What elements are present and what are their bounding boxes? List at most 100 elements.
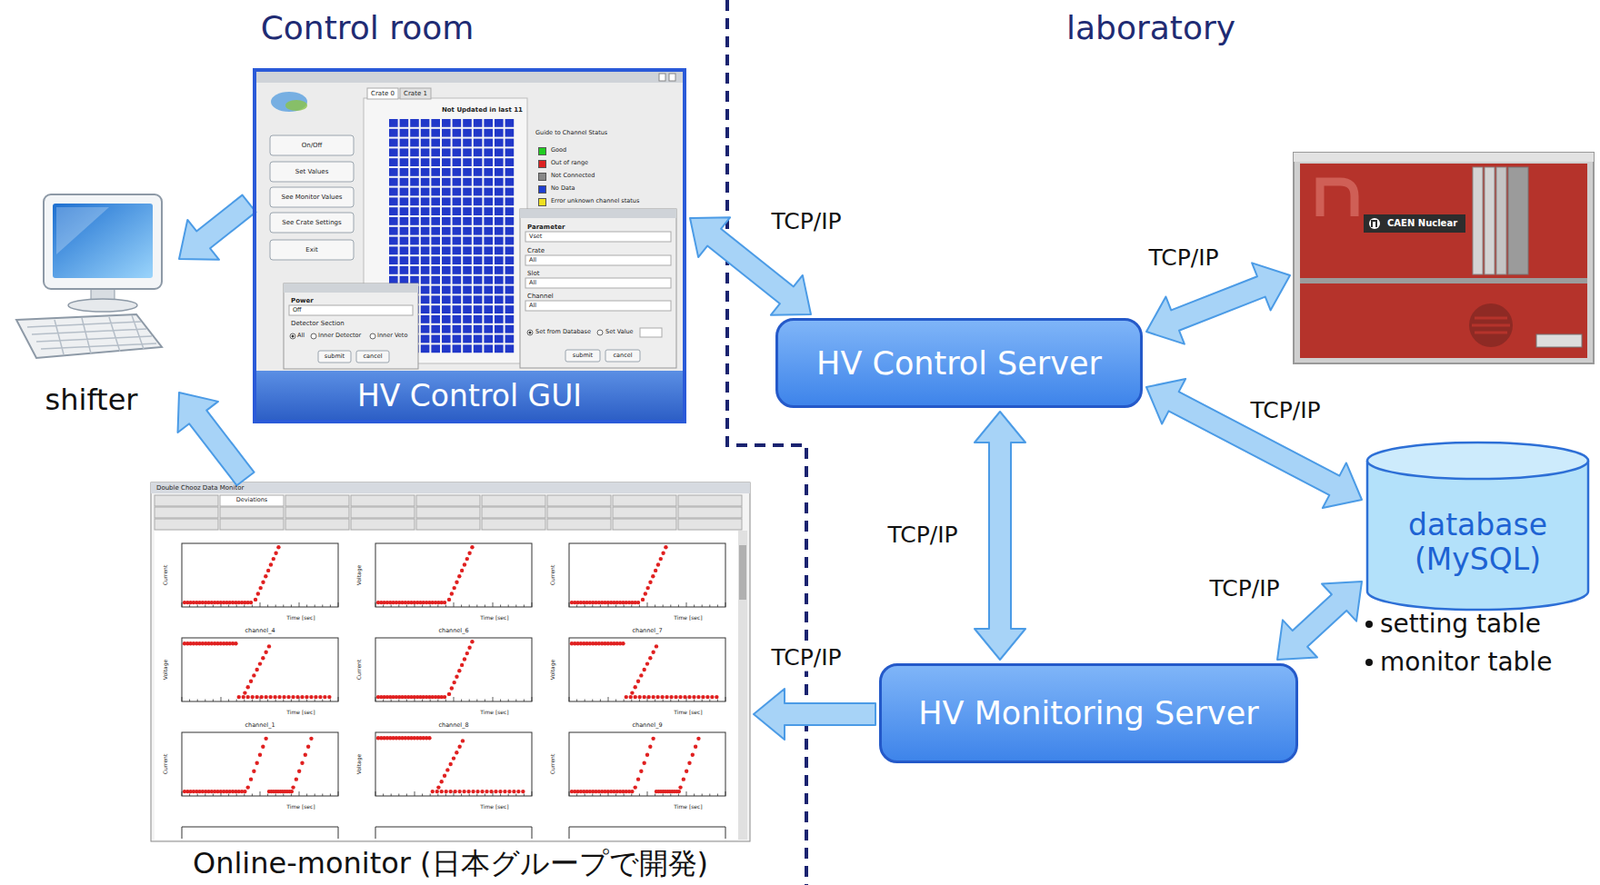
plot-panels bbox=[447, 692, 451, 697]
plot-panels bbox=[489, 790, 493, 794]
channel-grid bbox=[462, 325, 472, 334]
plot-panels bbox=[511, 790, 516, 794]
axis-label: Time [sec] bbox=[286, 804, 315, 811]
gui-window: HV Control GUI bbox=[252, 68, 687, 424]
gui-screenshot bbox=[367, 88, 399, 100]
channel-grid bbox=[494, 129, 504, 138]
plot-panels bbox=[454, 674, 459, 679]
field-label: Slot bbox=[527, 270, 540, 278]
channel-grid bbox=[400, 217, 410, 226]
plot-panels bbox=[276, 545, 280, 550]
dialog-box bbox=[289, 305, 413, 316]
channel-grid bbox=[400, 197, 410, 206]
plot-panels bbox=[633, 695, 638, 700]
plot-panels bbox=[484, 790, 489, 794]
axis-label: Current bbox=[162, 754, 170, 776]
plot-panels bbox=[639, 673, 643, 678]
tab-strip bbox=[285, 519, 350, 530]
plot-panels bbox=[570, 737, 701, 795]
plot-panels bbox=[249, 600, 253, 605]
computer-icon bbox=[56, 207, 110, 255]
channel-grid bbox=[473, 246, 483, 255]
channel-grid bbox=[494, 237, 504, 246]
tab-strip bbox=[547, 519, 611, 530]
channel-grid bbox=[462, 148, 472, 157]
button-text: Set Values bbox=[295, 168, 330, 176]
channel-grid bbox=[420, 148, 430, 157]
channel-grid bbox=[483, 119, 493, 128]
plot-panels bbox=[498, 790, 502, 794]
channel-grid bbox=[420, 256, 430, 265]
channel-grid bbox=[430, 295, 440, 304]
field-label: Detector Section bbox=[290, 320, 345, 328]
plot-panels bbox=[263, 650, 268, 655]
connector-label: TCP/IP bbox=[1247, 398, 1323, 425]
cylinder-outline bbox=[1367, 442, 1589, 480]
tab-strip bbox=[350, 495, 415, 507]
caen-crate bbox=[1371, 220, 1377, 228]
channel-grid bbox=[420, 158, 430, 167]
plot-panels bbox=[233, 641, 238, 646]
tab-text: Crate 0 bbox=[370, 90, 395, 98]
plot-panels bbox=[445, 768, 450, 772]
channel-grid bbox=[452, 276, 462, 285]
plot-panels bbox=[462, 657, 467, 661]
plot-panels bbox=[181, 732, 339, 797]
channel-grid bbox=[473, 325, 483, 334]
plot-panels bbox=[693, 745, 698, 750]
channel-grid bbox=[410, 276, 420, 285]
tab-strip bbox=[678, 507, 742, 519]
plot-panels bbox=[465, 651, 470, 656]
channel-grid bbox=[473, 256, 483, 265]
plot-panels bbox=[263, 737, 268, 741]
plot-panels bbox=[430, 790, 435, 794]
channel-grid bbox=[430, 344, 440, 353]
channel-grid bbox=[452, 246, 462, 255]
gui-screenshot bbox=[270, 240, 354, 260]
channel-grid bbox=[473, 237, 483, 246]
plot-panels bbox=[645, 586, 650, 590]
dialog-box bbox=[525, 231, 671, 242]
channel-grid bbox=[462, 246, 472, 255]
channel-grid bbox=[505, 266, 515, 275]
plot-panels bbox=[241, 695, 246, 700]
plot-panels bbox=[260, 745, 265, 750]
channel-grid bbox=[410, 139, 420, 148]
caen-crate bbox=[1472, 167, 1483, 275]
plot-panels bbox=[313, 695, 318, 700]
channel-grid bbox=[410, 217, 420, 226]
channel-grid bbox=[441, 178, 451, 187]
plot-title: channel_1 bbox=[244, 722, 275, 730]
channel-grid bbox=[452, 325, 462, 334]
plot-panels bbox=[181, 543, 339, 608]
plot-panels bbox=[254, 668, 259, 672]
legend-text: Not Connected bbox=[550, 172, 595, 180]
channel-grid bbox=[430, 227, 440, 236]
channel-grid bbox=[389, 178, 399, 187]
channel-grid bbox=[473, 266, 483, 275]
plot-panels bbox=[700, 695, 705, 700]
channel-grid bbox=[462, 207, 472, 216]
plot-panels bbox=[376, 545, 475, 605]
server-box: HV Monitoring Server bbox=[879, 663, 1299, 764]
field-value: Vset bbox=[529, 233, 542, 240]
legend-swatch bbox=[538, 172, 547, 181]
tab-strip bbox=[416, 507, 480, 519]
plot-panels bbox=[181, 543, 726, 840]
channel-grid bbox=[452, 217, 462, 226]
plot-panels bbox=[641, 761, 646, 766]
window-title: Double Chooz Data Monitor bbox=[156, 484, 244, 492]
plot-panels bbox=[636, 600, 640, 605]
channel-grid bbox=[473, 305, 483, 314]
plot-panels bbox=[466, 790, 470, 794]
channel-grid bbox=[473, 344, 483, 353]
channel-grid bbox=[420, 168, 430, 177]
room-divider bbox=[727, 0, 807, 885]
channel-grid bbox=[420, 266, 430, 275]
dialog-box bbox=[290, 333, 296, 340]
channel-grid bbox=[483, 295, 493, 304]
plot-panels bbox=[450, 591, 454, 596]
tab-strip bbox=[678, 495, 742, 507]
plot-panels bbox=[277, 695, 281, 700]
channel-grid bbox=[441, 266, 451, 275]
